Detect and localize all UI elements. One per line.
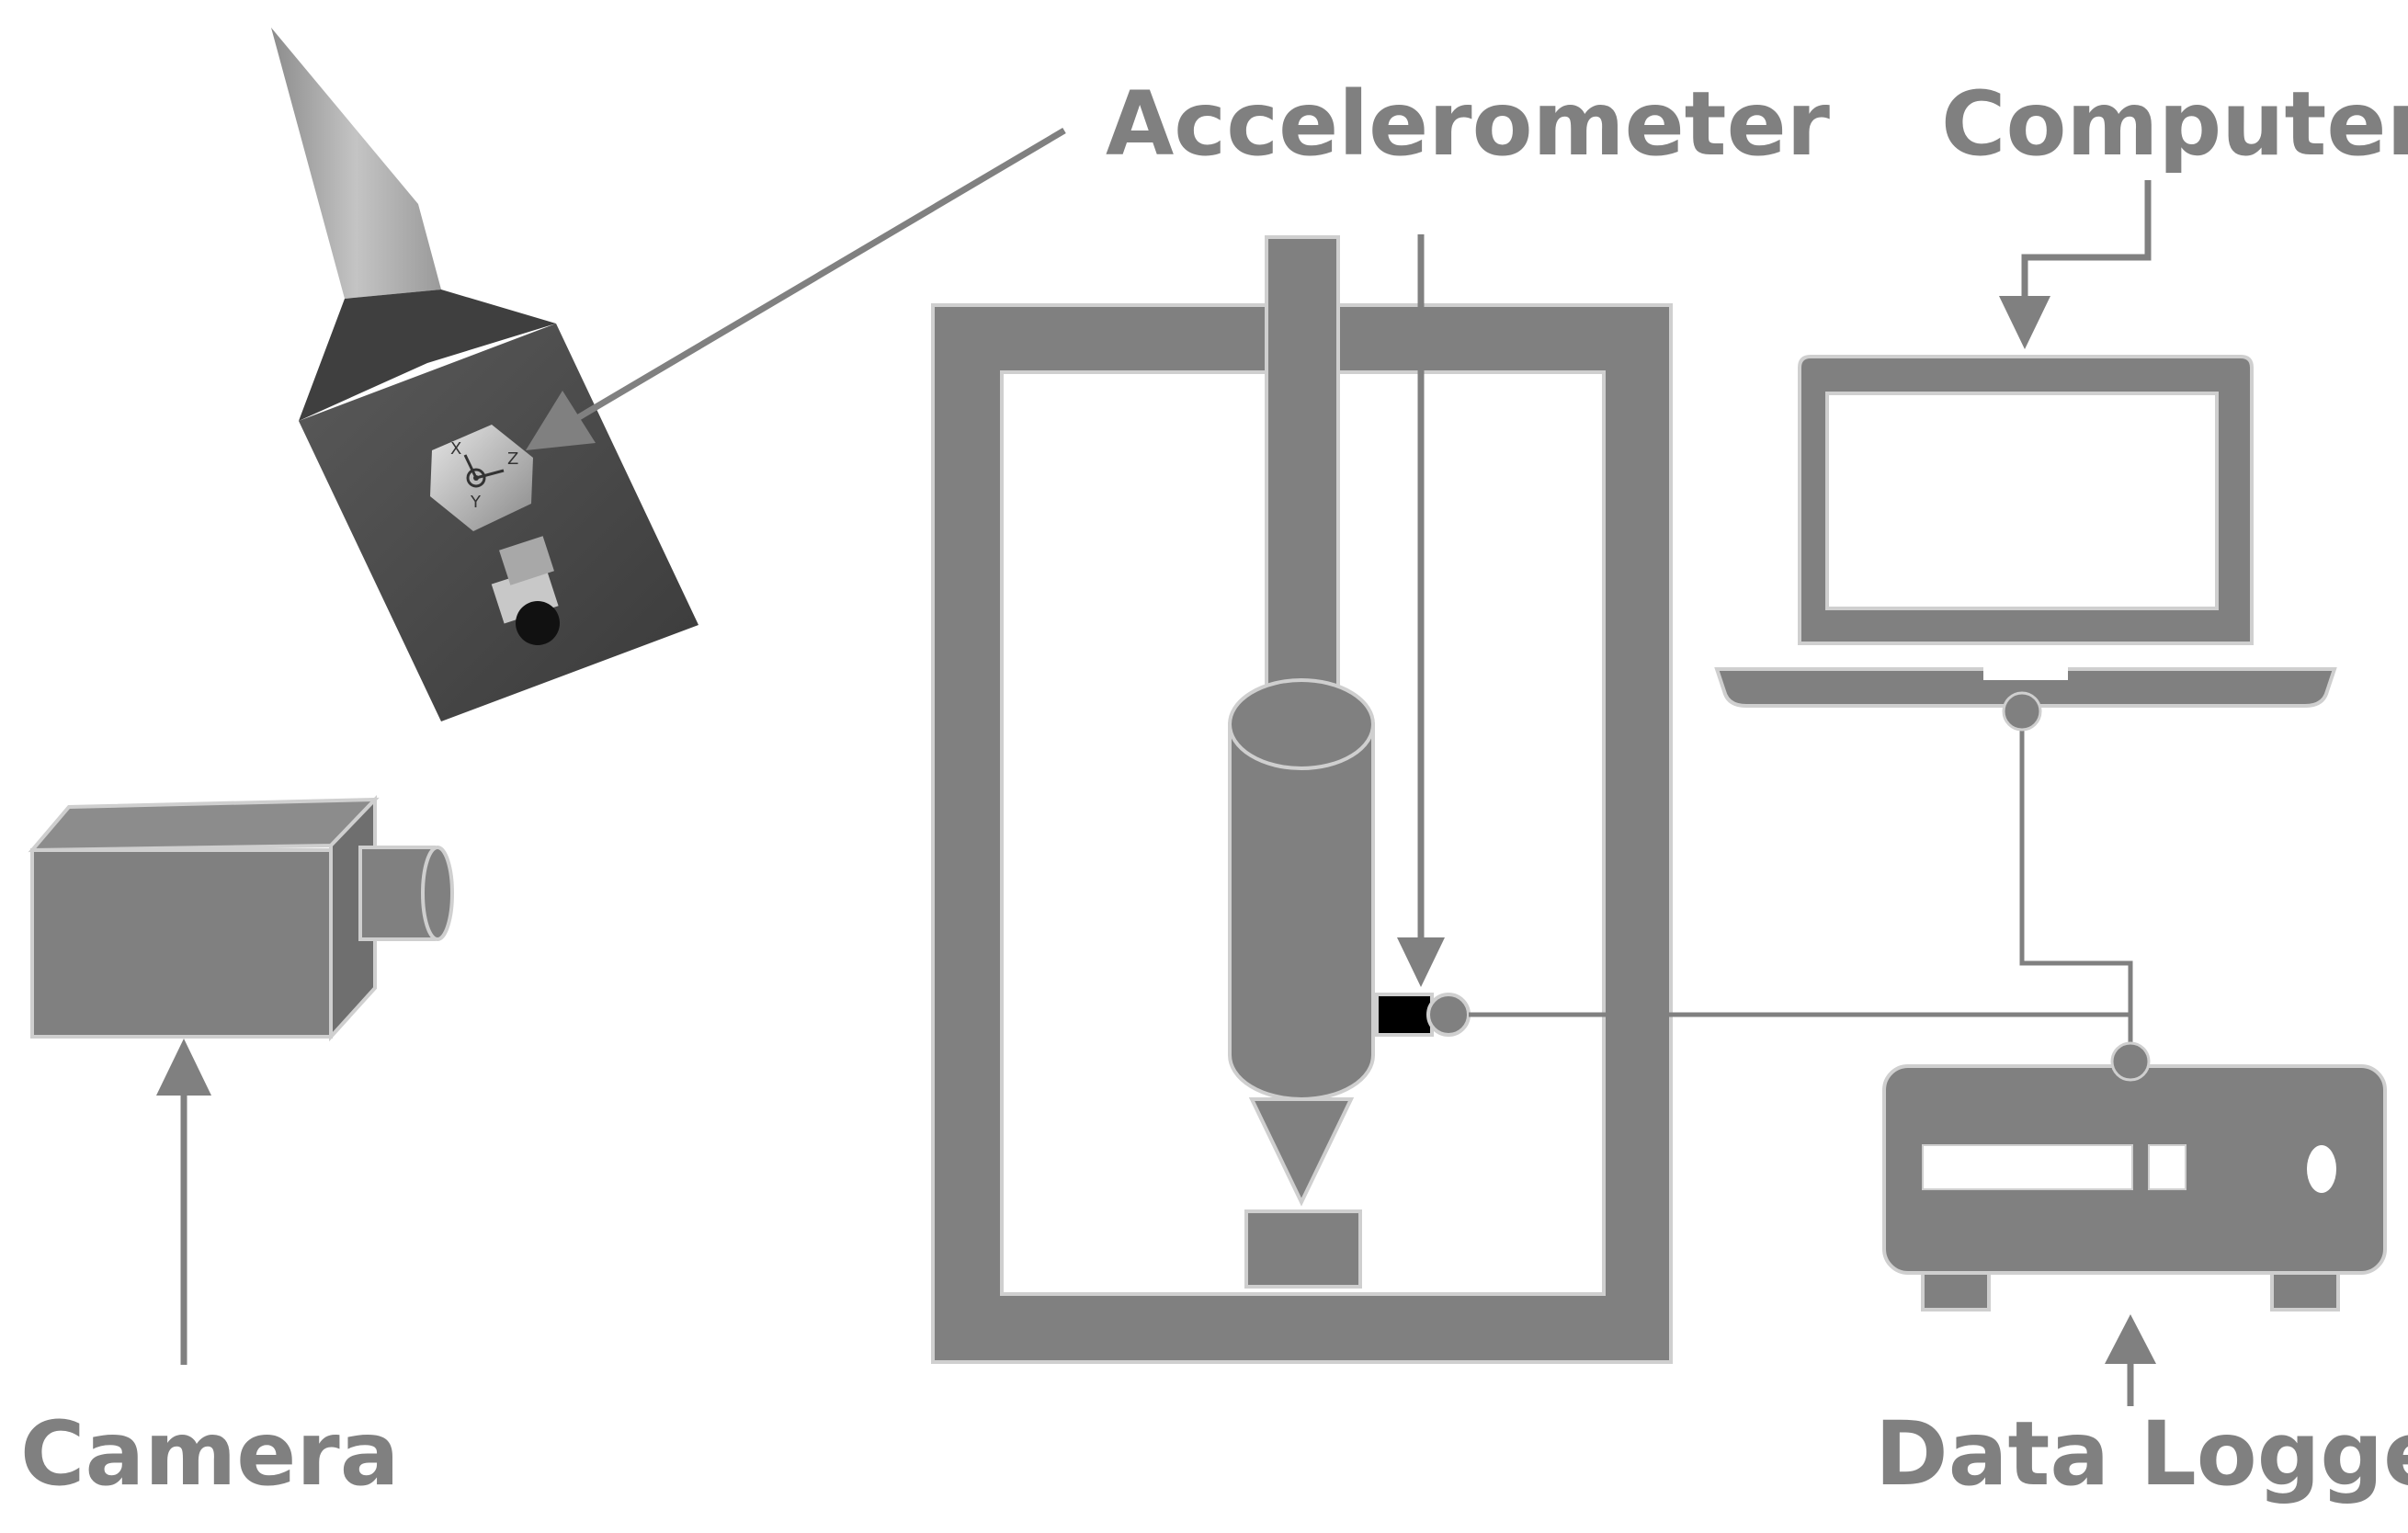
wire-sensor-to-logger xyxy=(1469,1012,2133,1057)
camera-arrow xyxy=(156,1039,211,1365)
label-computer: Computer xyxy=(1941,73,2408,176)
workpiece xyxy=(1244,1209,1362,1289)
sensor-axis-x: X xyxy=(450,439,461,459)
wire-logger-to-computer xyxy=(2019,712,2133,1057)
logger-port xyxy=(2110,1041,2151,1082)
tool-tip xyxy=(1248,1097,1355,1207)
cutting-tool-photo: Z X Y xyxy=(271,28,699,721)
accelerometer-sensor xyxy=(1375,993,1471,1037)
accelerometer-leader-arrow xyxy=(526,127,1066,450)
accelerometer-arrow xyxy=(1397,234,1445,987)
spindle-cylinder xyxy=(1228,678,1375,1101)
spindle-shaft xyxy=(1265,235,1340,708)
label-accelerometer: Accelerometer xyxy=(1106,73,1831,176)
machine-frame xyxy=(931,303,1673,1364)
laptop-icon xyxy=(1714,355,2337,708)
label-camera: Camera xyxy=(20,1402,400,1505)
accelerometer-sensor-photo: Z X Y xyxy=(430,425,560,645)
sensor-axis-z: Z xyxy=(507,449,518,469)
data-logger-arrow xyxy=(2105,1314,2156,1406)
computer-port xyxy=(2002,691,2042,732)
label-data-logger: Data Logger xyxy=(1875,1402,2408,1505)
hex-bolt xyxy=(430,425,533,531)
tool-blade xyxy=(271,28,441,299)
computer-arrow xyxy=(1999,180,2152,349)
tool-block-body xyxy=(299,324,699,721)
sensor-axis-y: Y xyxy=(470,493,482,512)
data-logger-icon xyxy=(1882,1064,2387,1312)
tool-block-top-face xyxy=(299,290,556,421)
signal-wires xyxy=(1469,691,2151,1082)
camera-icon xyxy=(28,795,454,1042)
